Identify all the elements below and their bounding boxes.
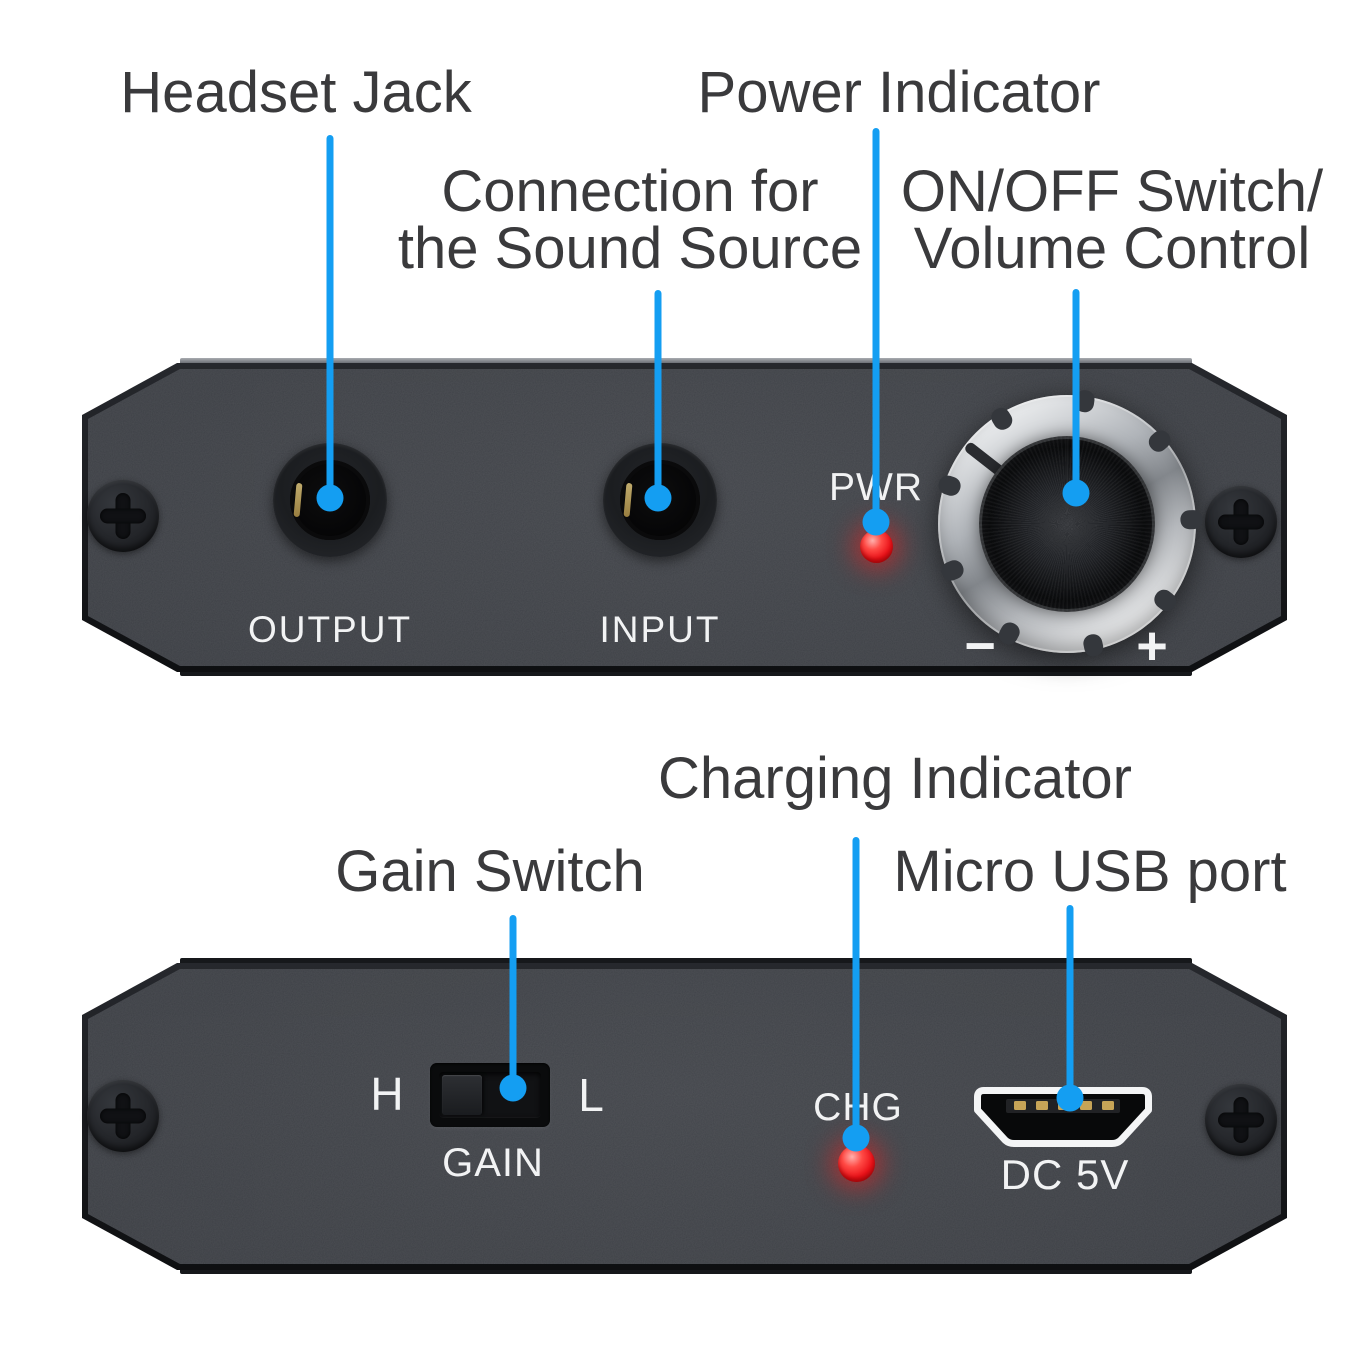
onoff-volume-callout-dot xyxy=(1062,479,1090,507)
headset-jack-label: Headset Jack xyxy=(120,60,472,125)
knob-cap xyxy=(979,436,1155,612)
gain-high-label: H xyxy=(370,1068,404,1120)
micro-usb-callout-dot xyxy=(1056,1084,1084,1112)
power-indicator-label: Power Indicator xyxy=(697,60,1101,125)
gain-switch-callout-line xyxy=(509,915,517,1088)
gain-switch-slider xyxy=(442,1075,482,1115)
front-panel: OUTPUT INPUT PWR − + xyxy=(82,363,1287,676)
connection-callout-dot xyxy=(644,484,672,512)
gain-text: GAIN xyxy=(442,1141,544,1185)
back-panel: H L GAIN CHG DC 5V xyxy=(82,963,1287,1270)
dc5v-text: DC 5V xyxy=(1000,1151,1130,1198)
gain-switch xyxy=(430,1063,550,1127)
gain-switch-recess xyxy=(439,1072,541,1118)
power-indicator-callout-dot xyxy=(862,508,890,536)
power-indicator-callout-line xyxy=(872,128,880,522)
back-panel-bottom-edge xyxy=(180,1267,1192,1274)
back-panel-top-edge xyxy=(180,958,1192,965)
connection-label-line2: the Sound Source xyxy=(397,216,863,281)
volume-plus-sign: + xyxy=(1136,616,1168,676)
screw-slot xyxy=(1218,1112,1264,1128)
charging-indicator-callout-line xyxy=(852,837,860,1138)
micro-usb-callout-line xyxy=(1066,905,1074,1098)
front-panel-top-edge xyxy=(180,358,1192,365)
input-port-label: INPUT xyxy=(599,609,721,650)
charging-indicator-label: Charging Indicator xyxy=(658,746,1132,811)
micro-usb-port xyxy=(974,1087,1152,1147)
onoff-volume-callout-line xyxy=(1072,289,1080,493)
connection-label-line1: Connection for xyxy=(441,159,819,224)
front-right-screw xyxy=(1205,486,1277,558)
volume-minus-sign: − xyxy=(964,616,996,676)
onoff-volume-label: ON/OFF Switch/ Volume Control xyxy=(900,159,1324,281)
volume-knob xyxy=(935,388,1203,659)
screw-slot xyxy=(100,1108,146,1124)
screw-slot xyxy=(1218,514,1264,530)
back-right-screw xyxy=(1205,1084,1277,1156)
headset-jack-callout-line xyxy=(326,135,334,497)
screw-slot xyxy=(100,508,146,524)
micro-usb-label: Micro USB port xyxy=(893,839,1287,904)
gain-low-label: L xyxy=(578,1069,604,1121)
output-port-label: OUTPUT xyxy=(247,609,413,650)
onoff-volume-label-line1: ON/OFF Switch/ xyxy=(900,159,1324,224)
back-left-screw xyxy=(87,1080,159,1152)
charging-indicator-callout-dot xyxy=(842,1124,870,1152)
front-left-screw xyxy=(87,480,159,552)
front-panel-bottom-edge xyxy=(180,669,1192,676)
connection-callout-line xyxy=(654,290,662,498)
onoff-volume-label-line2: Volume Control xyxy=(913,216,1311,281)
knob-notch xyxy=(1179,509,1203,530)
gain-switch-label: Gain Switch xyxy=(335,839,645,904)
connection-label: Connection for the Sound Source xyxy=(397,159,863,281)
gain-switch-callout-dot xyxy=(499,1074,527,1102)
power-led xyxy=(860,530,893,563)
headset-jack-callout-dot xyxy=(316,484,344,512)
